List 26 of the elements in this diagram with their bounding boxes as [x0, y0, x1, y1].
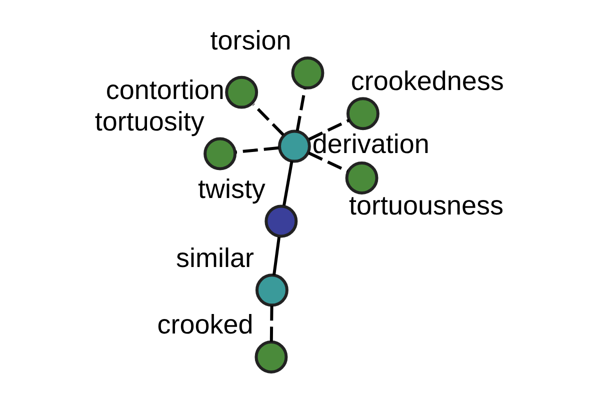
- node-circle: [224, 76, 258, 109]
- node-label: crookedness: [350, 66, 504, 96]
- node-circle: [254, 274, 288, 307]
- node-circle: [264, 204, 298, 238]
- connector: [269, 306, 273, 342]
- node-circle: [203, 137, 236, 170]
- connector: [282, 160, 293, 206]
- connector: [272, 237, 280, 276]
- node-label: derivation: [312, 128, 429, 159]
- connector: [308, 118, 350, 141]
- node-label: crooked: [156, 310, 253, 340]
- node-label: tortuosity: [94, 106, 204, 136]
- node-circle: [278, 130, 310, 163]
- connector: [295, 88, 306, 131]
- node-circle: [344, 161, 378, 194]
- node-label: similar: [176, 242, 254, 273]
- node-label: torsion: [210, 26, 291, 56]
- connector: [235, 146, 278, 154]
- node-label: tortuousness: [348, 190, 503, 221]
- connector: [252, 103, 284, 136]
- node-circle: [254, 340, 288, 374]
- node-circle: [346, 97, 379, 130]
- node-label: contortion: [105, 74, 224, 105]
- node-label: twisty: [198, 174, 265, 204]
- connector: [308, 152, 348, 173]
- node-circle: [290, 56, 324, 90]
